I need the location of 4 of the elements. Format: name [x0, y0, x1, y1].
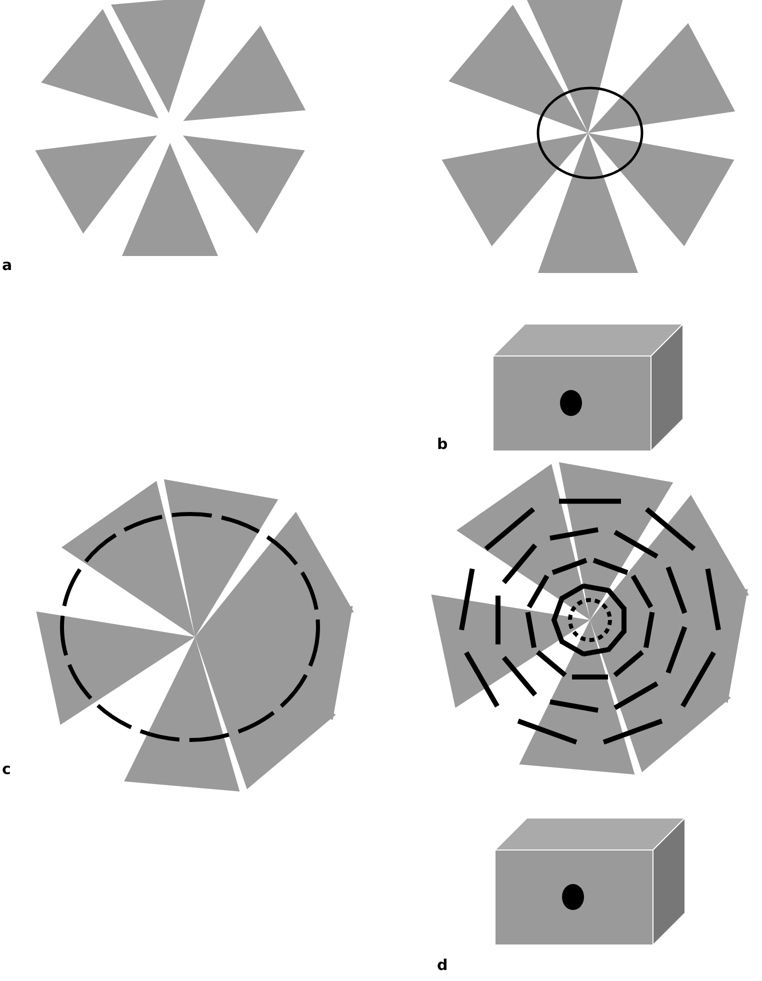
panel-label: a	[2, 258, 12, 273]
panel-label: c	[2, 762, 11, 777]
panel-label: d	[437, 958, 448, 973]
panel-label: b	[437, 437, 448, 452]
